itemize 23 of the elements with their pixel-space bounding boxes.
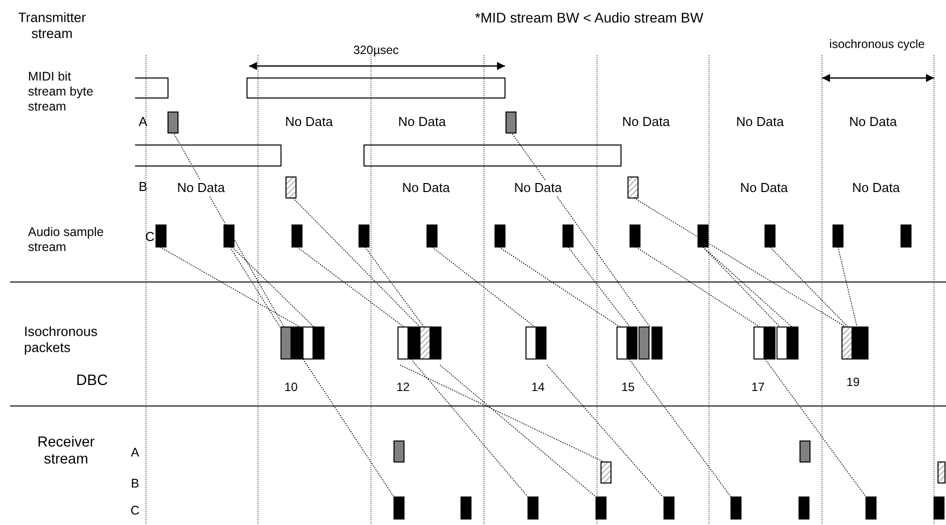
counter-value: 14 <box>531 380 545 394</box>
row-heading: Receiver stream <box>36 434 96 470</box>
channel-letter: A <box>138 114 148 130</box>
row-label: MIDI bit stream byte stream <box>28 70 94 114</box>
channel-letter: A <box>130 446 140 460</box>
row-heading: DBC <box>76 372 108 390</box>
dimension-label: 320µsec <box>353 42 399 58</box>
counter-value: 15 <box>621 380 635 394</box>
counter-value: 10 <box>284 380 298 394</box>
counter-value: 17 <box>751 380 765 394</box>
row-heading: Transmitter stream <box>17 10 87 42</box>
counter-value: 12 <box>396 380 410 394</box>
note-text: *MID stream BW < Audio stream BW <box>475 10 704 26</box>
channel-letter: C <box>130 504 140 518</box>
row-heading: Isochronous packets <box>24 324 99 356</box>
dimension-label: isochronous cycle <box>828 36 926 52</box>
status-text: No Data <box>514 180 562 196</box>
counter-value: 19 <box>846 374 860 390</box>
status-text: No Data <box>177 180 225 196</box>
row-label: Audio sample stream <box>28 225 105 255</box>
channel-letter: B <box>138 179 148 195</box>
channel-letter: B <box>130 476 140 492</box>
channel-letter: C <box>145 229 155 245</box>
